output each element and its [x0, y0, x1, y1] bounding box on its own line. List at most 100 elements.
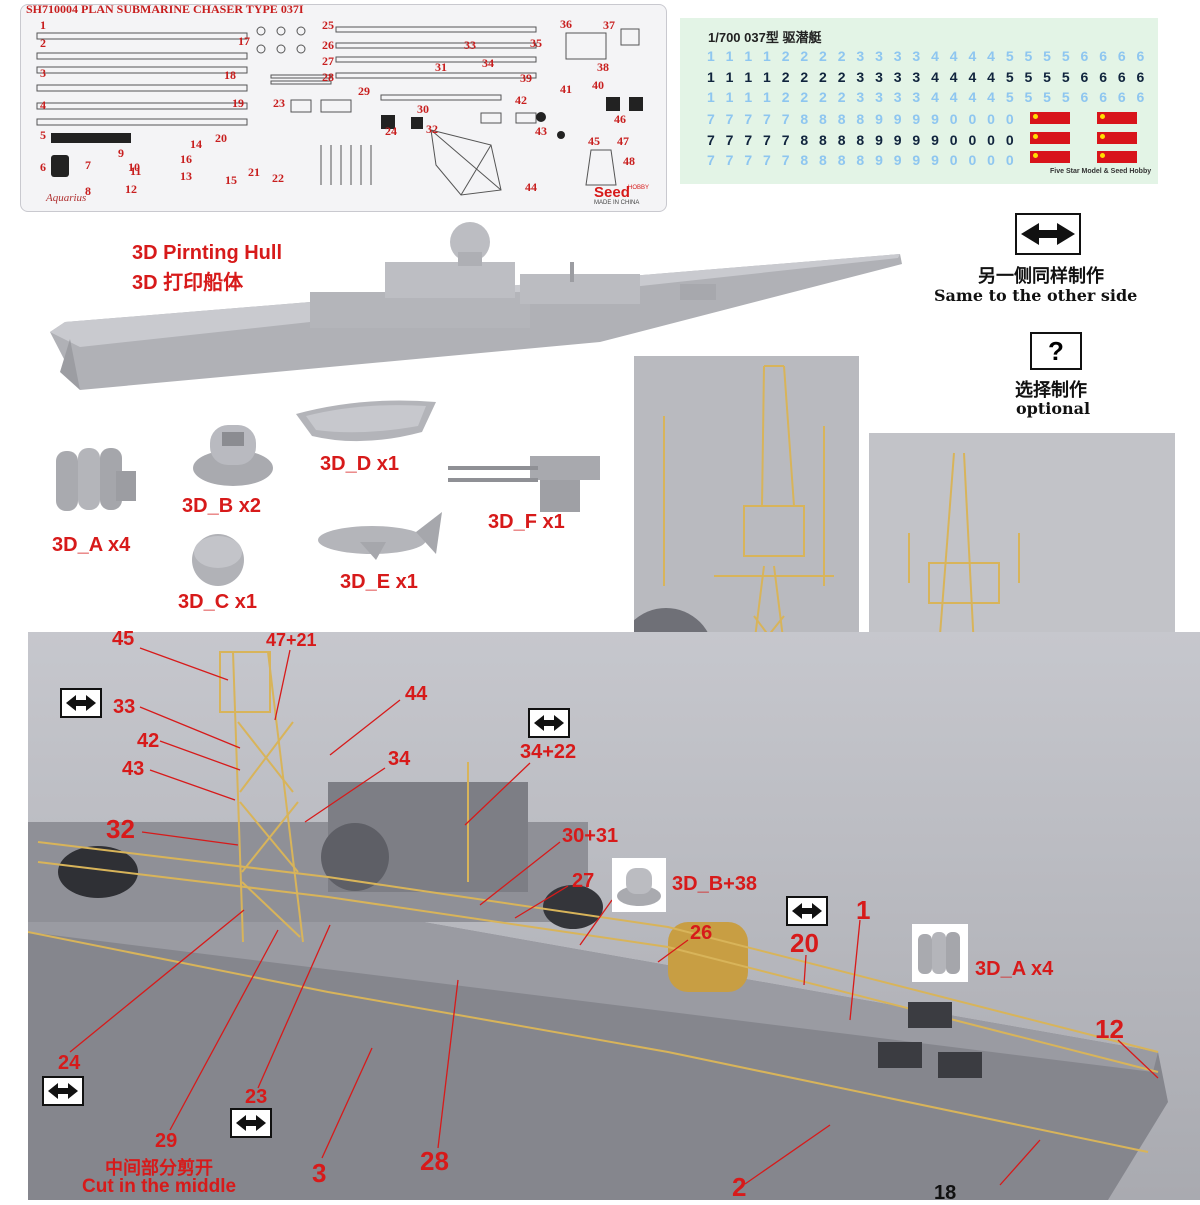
part-number: 25 [322, 18, 334, 32]
callout-label: 44 [405, 683, 428, 705]
callout-label: 3D_B+38 [672, 873, 758, 895]
3d-part-b-image [193, 425, 273, 486]
decal-row: 1 1 1 1 2 2 2 2 3 3 3 3 4 4 4 4 5 5 5 5 … [707, 48, 1148, 64]
part-number: 8 [85, 184, 91, 198]
3d-part-d-image [296, 400, 436, 442]
part-number: 42 [515, 93, 527, 107]
same-side-marker [786, 896, 828, 926]
part-number: 7 [85, 158, 91, 172]
callout-label: 29 [155, 1130, 178, 1152]
decal-row: 1 1 1 1 2 2 2 2 3 3 3 3 4 4 4 4 5 5 5 5 … [707, 89, 1148, 105]
callout-label: 34+22 [520, 741, 577, 763]
part-number: 5 [40, 128, 46, 142]
3d-part-f-label: 3D_F x1 [488, 511, 565, 533]
3d-part-e-image [318, 512, 442, 560]
seed-logo: Seed [594, 184, 630, 201]
part-number: 12 [125, 182, 137, 196]
part-number: 35 [530, 36, 542, 50]
fret-maker: Aquarius [46, 192, 87, 204]
hull-render [50, 222, 902, 390]
hull-label-en: 3D Pirnting Hull [132, 242, 282, 264]
double-arrow-icon [66, 695, 96, 711]
part-number: 24 [385, 124, 397, 138]
part-number: 27 [322, 54, 334, 68]
3d-b-thumbnail [612, 858, 666, 912]
3d-part-f-image [448, 456, 600, 512]
3d-part-a-label: 3D_A x4 [52, 534, 131, 556]
part-number: 4 [40, 98, 46, 112]
part-number: 26 [322, 38, 334, 52]
decal-row: 7 7 7 7 7 8 8 8 8 9 9 9 9 0 0 0 0 [707, 111, 1018, 127]
callout-label: 1 [856, 895, 871, 925]
cut-note-en: Cut in the middle [82, 1176, 237, 1197]
part-number: 11 [130, 164, 142, 178]
part-number: 22 [272, 171, 284, 185]
part-number: 33 [464, 38, 476, 52]
part-number: 19 [232, 96, 244, 110]
3d-part-e-label: 3D_E x1 [340, 571, 418, 593]
flag-decal [1097, 151, 1137, 163]
part-number: 48 [623, 154, 635, 168]
callout-label: 26 [690, 922, 713, 944]
fret-title: SH710004 PLAN SUBMARINE CHASER TYPE 037I [26, 2, 304, 16]
part-number: 13 [180, 169, 192, 183]
3d-a-thumbnail [912, 924, 968, 982]
callout-label: 30+31 [562, 825, 619, 847]
callout-label: 42 [137, 730, 160, 752]
hull-label-cn: 3D 打印船体 [132, 272, 244, 294]
callout-label: 34 [388, 748, 411, 770]
photo-main-assembly [28, 632, 1200, 1200]
same-side-marker [230, 1108, 272, 1138]
part-number: 36 [560, 17, 572, 31]
3d-part-d-label: 3D_D x1 [320, 453, 399, 475]
decal-footer: Five Star Model & Seed Hobby [1050, 168, 1152, 175]
part-number: 31 [435, 60, 447, 74]
flag-decal [1097, 132, 1137, 144]
cut-note-cn: 中间部分剪开 [105, 1158, 213, 1178]
3d-part-b-label: 3D_B x2 [182, 495, 261, 517]
callout-label: 3 [312, 1158, 327, 1188]
same-side-en: Same to the other side [934, 286, 1138, 305]
callout-label: 32 [106, 814, 135, 844]
3d-part-c-label: 3D_C x1 [178, 591, 257, 613]
callout-label: 28 [420, 1146, 449, 1176]
part-number: 3 [40, 66, 46, 80]
part-number: 38 [597, 60, 609, 74]
fret-parts-drawing [36, 26, 643, 196]
part-number: 28 [322, 70, 334, 84]
same-side-marker [528, 708, 570, 738]
part-number: 23 [273, 96, 285, 110]
callout-label: 45 [112, 628, 135, 650]
part-number: 29 [358, 84, 370, 98]
callout-label: 23 [245, 1086, 268, 1108]
made-in-label: MADE IN CHINA [594, 200, 640, 206]
optional-symbol: ? [1030, 332, 1082, 370]
part-number: 6 [40, 160, 46, 174]
part-number: 34 [482, 56, 494, 70]
optional-cn: 选择制作 [1015, 380, 1087, 400]
photo-etch-fret [20, 4, 667, 212]
double-arrow-icon [792, 903, 822, 919]
part-number: 15 [225, 173, 237, 187]
part-number: 14 [190, 137, 202, 151]
part-number: 43 [535, 124, 547, 138]
part-number: 10 [128, 160, 140, 174]
part-number: 21 [248, 165, 260, 179]
part-number: 47 [617, 134, 629, 148]
optional-en: optional [1016, 399, 1091, 418]
callout-label: 18 [934, 1182, 957, 1204]
callout-label: 12 [1095, 1014, 1124, 1044]
part-number: 18 [224, 68, 236, 82]
flag-decal [1097, 112, 1137, 124]
part-number: 1 [40, 18, 46, 32]
part-number: 44 [525, 180, 537, 194]
decal-title: 1/700 037型 驱潜艇 [708, 30, 822, 45]
double-arrow-icon [48, 1083, 78, 1099]
flag-decal [1030, 132, 1070, 144]
part-number: 30 [417, 102, 429, 116]
part-number: 41 [560, 82, 572, 96]
part-number: 20 [215, 131, 227, 145]
double-arrow-icon [236, 1115, 266, 1131]
part-number: 32 [426, 122, 438, 136]
part-number: 45 [588, 134, 600, 148]
